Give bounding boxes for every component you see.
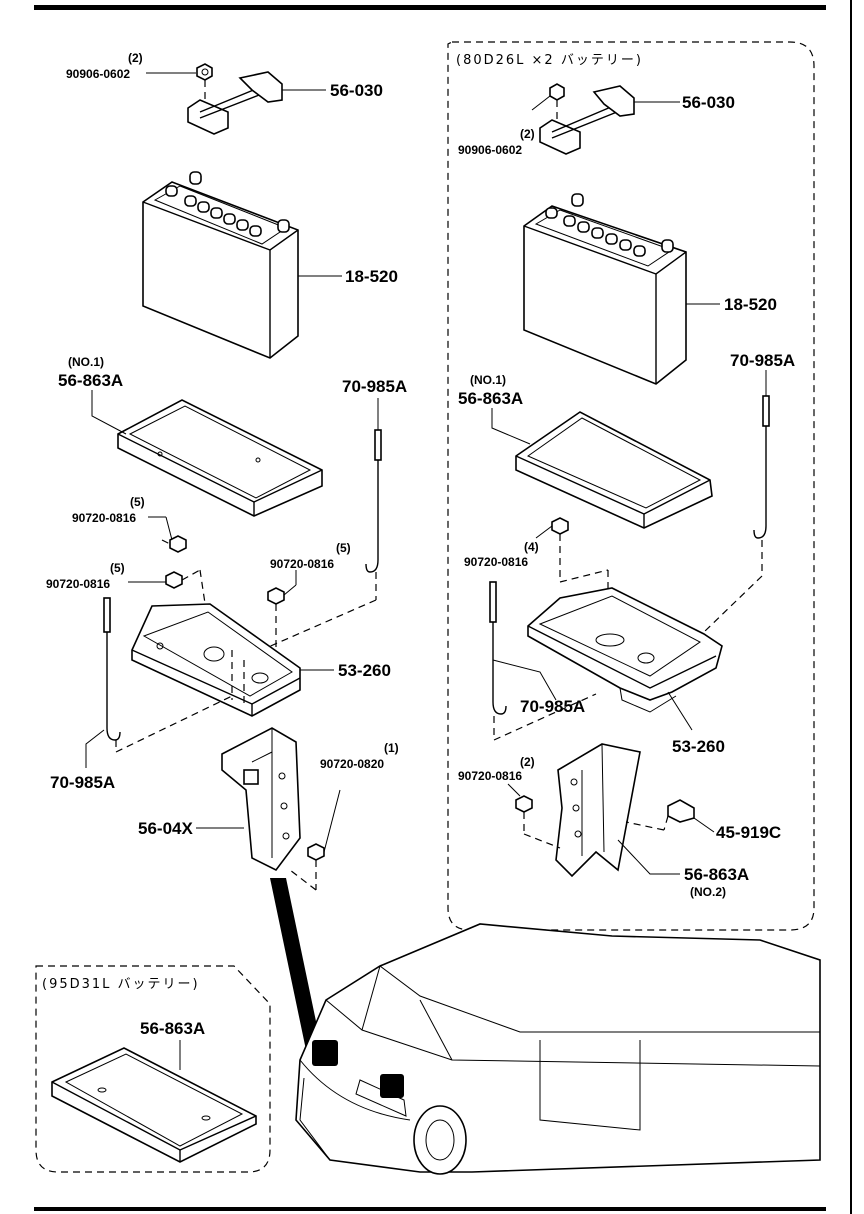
label-holder-right: 56-030: [682, 93, 735, 112]
label-bolt-a-qty-left: (5): [130, 495, 145, 509]
vehicle: [295, 923, 821, 1175]
label-bolt-b-qty-left: (5): [110, 561, 125, 575]
battery-bracket-right: [555, 743, 680, 878]
bolt-90906-0602-left: [146, 63, 213, 112]
label-tray-right: 56-863A: [458, 389, 523, 408]
label-rod-left-left: 70-985A: [50, 773, 115, 792]
label-bolt-top-qty-left: (2): [128, 51, 143, 65]
label-bracket-left: 56-04X: [138, 819, 193, 838]
label-carrier-left: 53-260: [338, 661, 391, 680]
battery-right: [523, 193, 720, 385]
group-box-bottom: [35, 965, 271, 1173]
hold-rod-left-right: [265, 398, 382, 649]
label-tray-bottom: 56-863A: [140, 1019, 205, 1038]
battery-tray-right: [491, 408, 713, 529]
label-rod-right-left: 70-985A: [342, 377, 407, 396]
pointer-left: [270, 878, 322, 1050]
bolt-90720-0816-c-left: [267, 570, 297, 650]
label-bolt-d-part-left: 90720-0820: [320, 757, 384, 771]
battery-carrier-right: [527, 587, 723, 731]
label-bolt-d-qty-left: (1): [384, 741, 399, 755]
label-rod-left-right: 70-985A: [520, 697, 585, 716]
label-bolt-top-part-left: 90906-0602: [66, 67, 130, 81]
hold-rod-right-right: [703, 370, 770, 633]
labels-right: 56-030 (2) 90906-0602 18-520 70-985A (NO…: [458, 93, 795, 899]
label-bolt-c-part-left: 90720-0816: [270, 557, 334, 571]
label-bolt-c-qty-left: (5): [336, 541, 351, 555]
label-bolt-b-part-left: 90720-0816: [46, 577, 110, 591]
label-bolt-top-qty-right: (2): [520, 127, 535, 141]
label-bolt-b-qty-right: (2): [520, 755, 535, 769]
bolt-90720-0816-a-right: [535, 517, 609, 610]
bottom-rule: [34, 1207, 826, 1211]
battery-location-right: [380, 1074, 404, 1098]
battery-holder-right: [539, 85, 680, 155]
label-bracket-no-right: (NO.2): [690, 885, 726, 899]
battery-holder-left: [187, 71, 326, 135]
label-bracket-right: 56-863A: [684, 865, 749, 884]
label-tray-left: 56-863A: [58, 371, 123, 390]
top-rule: [34, 5, 826, 10]
label-tray-no-left: (NO.1): [68, 355, 104, 369]
labels-left: (2) 90906-0602 56-030 18-520 (NO.1) 56-8…: [46, 51, 407, 838]
label-bolt-a-qty-right: (4): [524, 540, 539, 554]
hold-rod-left-right: [489, 581, 597, 741]
header-bottom: (95D31L バッテリー): [42, 977, 200, 992]
label-clip-right: 45-919C: [716, 823, 781, 842]
label-bolt-a-part-right: 90720-0816: [464, 555, 528, 569]
battery-tray-bottom: [51, 1040, 257, 1163]
bolt-90906-0602-right: [531, 83, 565, 124]
battery-left: [142, 171, 342, 359]
battery-location-left: [312, 1040, 338, 1066]
label-rod-right-right: 70-985A: [730, 351, 795, 370]
hold-rod-left-left: [85, 597, 233, 768]
group-box-right: [447, 41, 815, 931]
battery-carrier-left: [131, 603, 334, 717]
bolt-90720-0820-left: [289, 789, 341, 891]
label-battery-right: 18-520: [724, 295, 777, 314]
label-battery-left: 18-520: [345, 267, 398, 286]
label-carrier-right: 53-260: [672, 737, 725, 756]
bolt-90720-0816-b-left: [128, 569, 207, 611]
label-holder-left: 56-030: [330, 81, 383, 100]
label-bolt-b-part-right: 90720-0816: [458, 769, 522, 783]
label-bolt-top-part-right: 90906-0602: [458, 143, 522, 157]
clip-45-919c-right: [625, 799, 715, 833]
bolt-90720-0816-a-left: [148, 516, 187, 553]
label-tray-no-right: (NO.1): [470, 373, 506, 387]
battery-tray-left: [91, 390, 323, 517]
bolt-90720-0816-b-right: [507, 783, 561, 849]
header-right: (80D26L ×2 バッテリー): [456, 53, 643, 68]
battery-bracket-left: [196, 727, 301, 872]
label-bolt-a-part-left: 90720-0816: [72, 511, 136, 525]
